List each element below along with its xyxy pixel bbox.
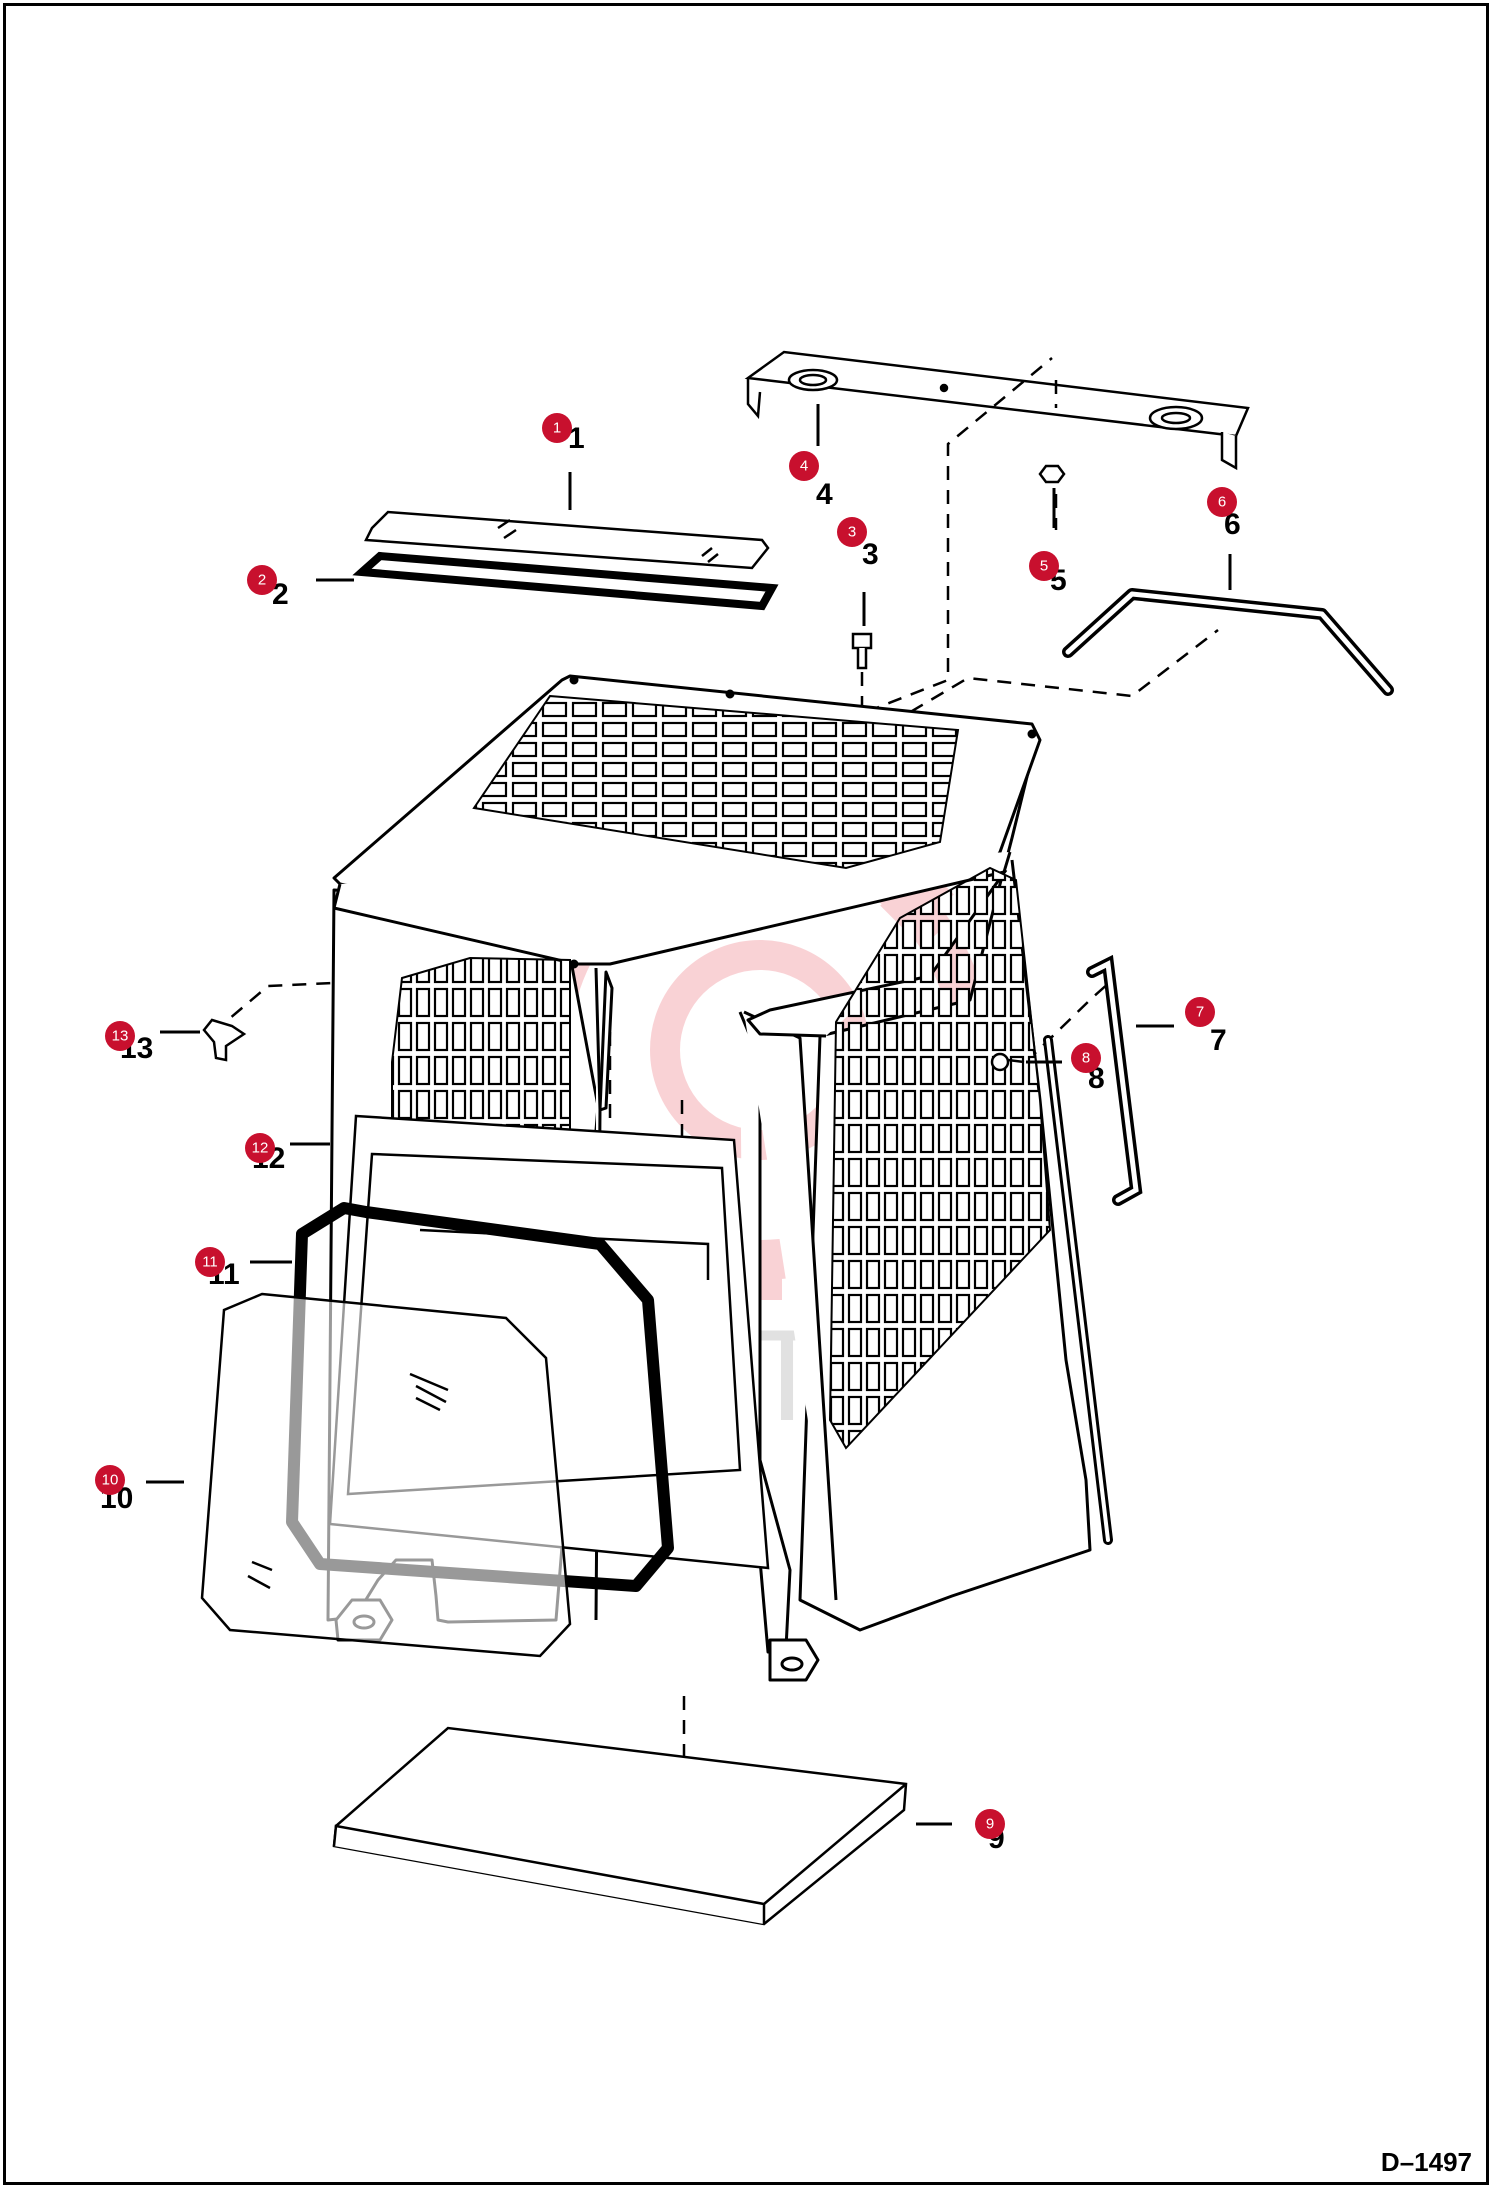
callout-6[interactable]: 6 [1207, 487, 1237, 517]
roof-grill [472, 694, 960, 870]
part-5-nut [1038, 464, 1066, 484]
side-grill-right [828, 866, 1052, 1450]
part-7-handle-rod [1043, 954, 1143, 1545]
svg-text:13: 13 [112, 1028, 129, 1045]
callout-4[interactable]: 4 [789, 451, 819, 481]
callout-12[interactable]: 12 [245, 1133, 275, 1163]
svg-text:8: 8 [1082, 1050, 1090, 1067]
diagram-frame [3, 3, 1489, 2185]
svg-text:1: 1 [553, 420, 561, 437]
printed-num-6: 6 [1224, 508, 1241, 541]
part-9-floor-mat [332, 1726, 908, 1926]
svg-text:2: 2 [258, 572, 266, 589]
part-8-screw [990, 1052, 1025, 1072]
callout-11[interactable]: 11 [195, 1247, 225, 1277]
part-6-grab-handle [1062, 588, 1394, 696]
callout-3[interactable]: 3 [837, 517, 867, 547]
printed-num-7: 7 [1210, 1024, 1227, 1057]
callout-13[interactable]: 13 [105, 1021, 135, 1051]
part-2-roof-seal [352, 551, 779, 611]
svg-text:3: 3 [848, 524, 856, 541]
printed-num-1: 1 [568, 422, 585, 455]
diagram-id-label: D–1497 [1380, 2147, 1472, 2177]
part-10-glass-pane [200, 1292, 572, 1658]
part-4-mounting-bracket [744, 350, 1250, 471]
svg-text:5: 5 [1040, 558, 1048, 575]
callout-2[interactable]: 2 [247, 565, 277, 595]
svg-text:4: 4 [800, 458, 808, 475]
printed-num-2: 2 [272, 578, 289, 611]
printed-num-3: 3 [862, 538, 879, 571]
svg-text:6: 6 [1218, 494, 1226, 511]
printed-num-4: 4 [816, 478, 833, 511]
callout-8[interactable]: 8 [1071, 1043, 1101, 1073]
part-1-roof-cover [364, 510, 770, 570]
leader-lines [146, 404, 1232, 1826]
callout-7[interactable]: 7 [1185, 997, 1215, 1027]
svg-text:9: 9 [986, 1816, 994, 1833]
part-13-latch [202, 1018, 247, 1062]
svg-text:7: 7 [1196, 1004, 1204, 1021]
svg-text:12: 12 [252, 1140, 269, 1157]
part-3-bolt [851, 632, 873, 670]
callout-1[interactable]: 1 [542, 413, 572, 443]
callout-5[interactable]: 5 [1029, 551, 1059, 581]
callout-9[interactable]: 9 [975, 1809, 1005, 1839]
svg-text:10: 10 [102, 1472, 119, 1489]
callout-markers: 1 2 3 4 5 6 7 8 9 10 11 12 13 [95, 413, 1237, 1839]
callout-10[interactable]: 10 [95, 1465, 125, 1495]
svg-text:11: 11 [202, 1254, 218, 1271]
